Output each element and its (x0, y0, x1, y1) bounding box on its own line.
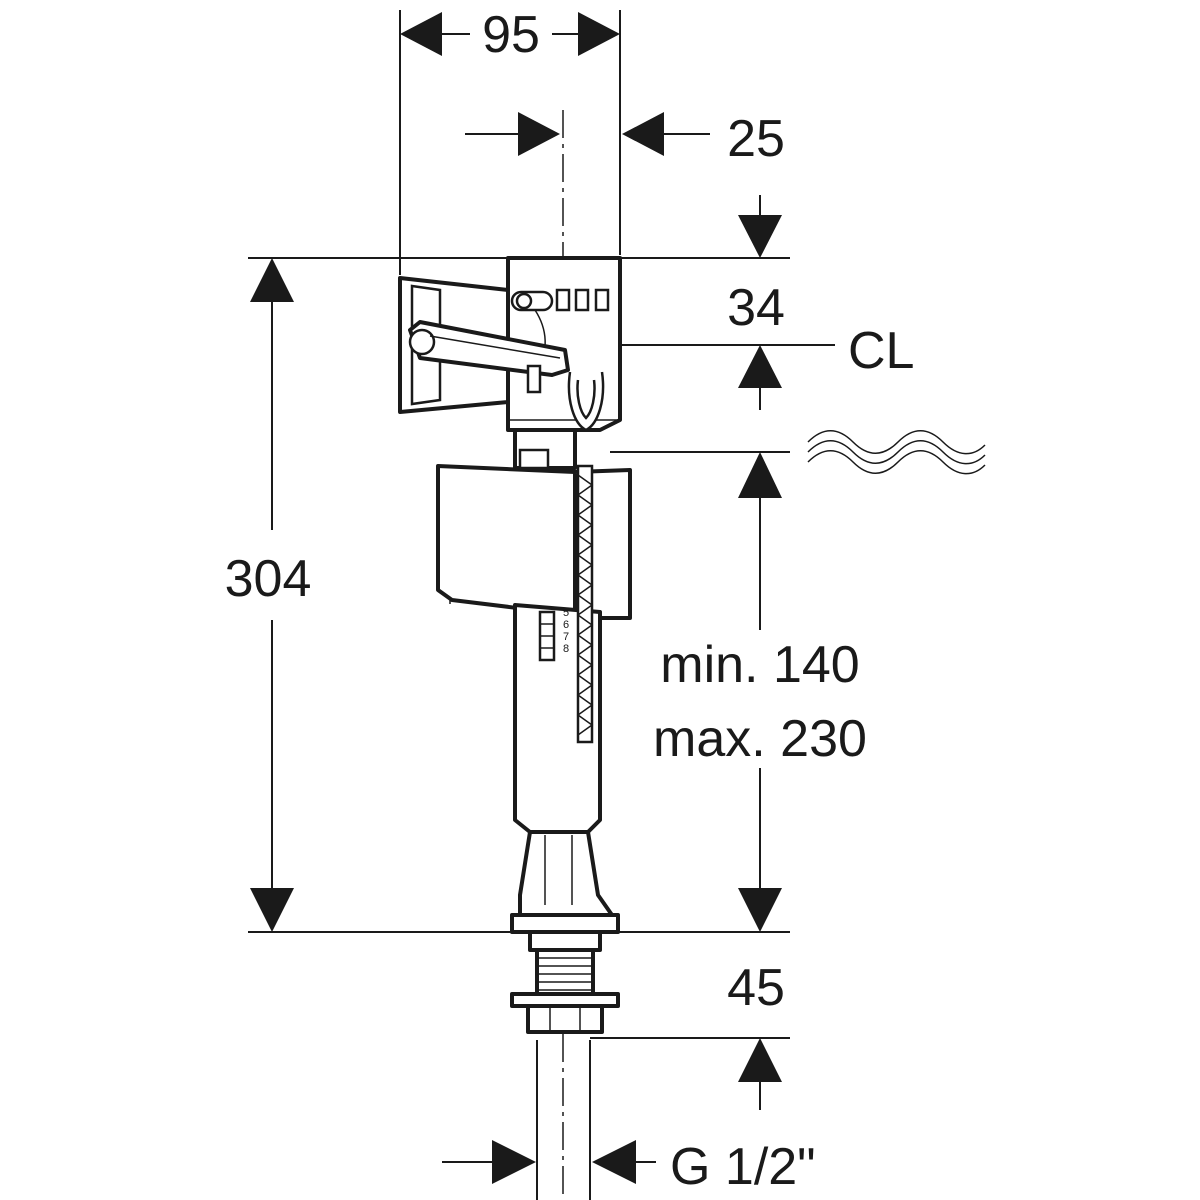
valve-lower-taper (518, 830, 614, 917)
base-flange (510, 913, 620, 934)
float-cup (436, 464, 577, 617)
scale-mark-6: 6 (563, 619, 569, 631)
water-waves-icon (807, 430, 986, 475)
dimension-45: 45 (727, 959, 785, 1110)
scale-mark-5: 5 (563, 607, 569, 619)
dimension-304: 304 (225, 258, 312, 932)
scale-mark-7: 7 (563, 631, 569, 643)
dimension-95: 95 (400, 6, 620, 64)
thread-size-label: G 1/2" (670, 1138, 816, 1196)
dimension-adjustment: min. 140 max. 230 (653, 452, 867, 932)
scale-mark-8: 8 (563, 643, 569, 655)
lock-nut (526, 1004, 604, 1034)
dimension-thread: G 1/2" (442, 1138, 816, 1196)
cl-label: CL (848, 322, 914, 380)
height-scale: 5 6 7 8 (538, 607, 569, 662)
dimension-34-label: 34 (727, 279, 785, 337)
dimension-45-label: 45 (727, 959, 785, 1017)
adjust-min-label: min. 140 (660, 636, 859, 694)
adjust-max-label: max. 230 (653, 710, 867, 768)
fill-valve: 5 6 7 8 (398, 256, 632, 1034)
float-arm (408, 320, 570, 377)
dimension-25: 25 (465, 110, 785, 168)
dimension-304-label: 304 (225, 550, 312, 608)
dimension-34: 34 CL (727, 195, 914, 410)
dimension-95-label: 95 (482, 6, 540, 64)
threaded-shank (535, 948, 595, 998)
dimension-25-label: 25 (727, 110, 785, 168)
